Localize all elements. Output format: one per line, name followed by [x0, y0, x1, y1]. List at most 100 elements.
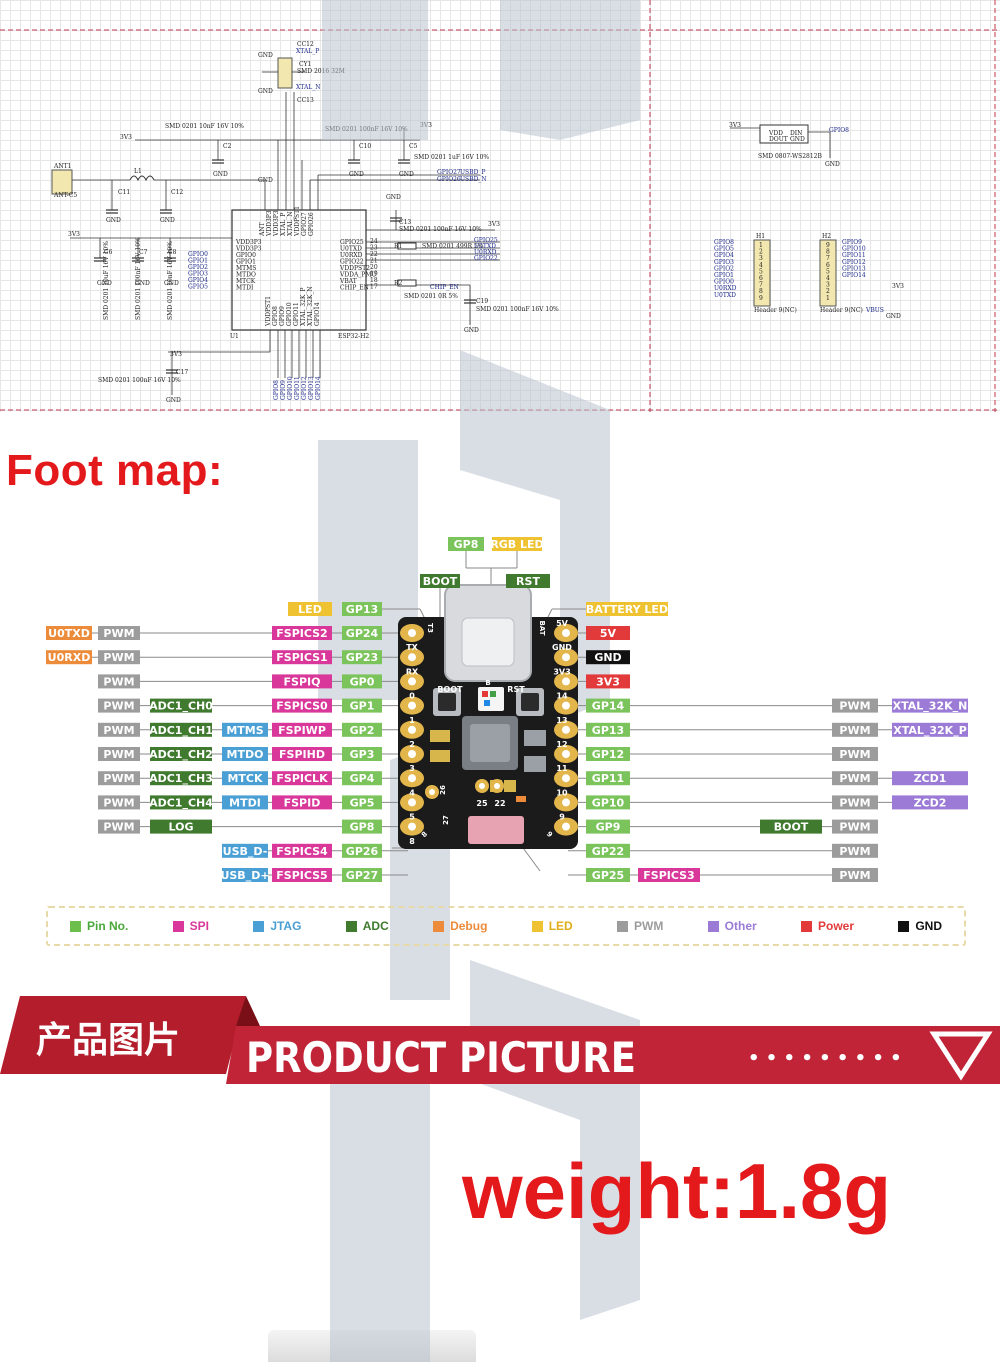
schematic-label-bottom_net_0: GPIO8 — [273, 380, 280, 400]
schematic-label-right_pin_5: VDDA_PMU — [339, 272, 377, 279]
schematic-label-gnd_n: GND — [166, 397, 181, 404]
right-extra-8-text: BOOT — [774, 821, 809, 834]
schematic-label-cap_spec_2: SMD 0201 10nF 16V 10% — [167, 241, 174, 320]
pad-hole — [408, 725, 416, 734]
schematic-label-bottom_net_1: GPIO9 — [280, 380, 287, 400]
schematic-label-3v3_e: 3V3 — [170, 351, 182, 358]
right-pwm-4-text: PWM — [839, 724, 870, 737]
right-other-6-text: ZCD1 — [914, 772, 947, 785]
left-label-4-1: PWM — [98, 722, 140, 737]
left-label-3-4-text: FSPICS0 — [276, 700, 328, 713]
left-label-4-4-text: FSPIWP — [278, 724, 326, 737]
left-label-7-1: PWM — [98, 795, 140, 810]
left-label-4-4: FSPIWP — [272, 722, 332, 737]
left-label-5-5-text: GP3 — [350, 748, 375, 761]
schematic-label-gnd_e: GND — [399, 171, 414, 178]
schematic-label-h2_num_8: 1 — [826, 295, 830, 302]
left-label-4-3: MTMS — [222, 722, 268, 737]
top-gp8-text: GP8 — [454, 538, 479, 551]
resistor-r1 — [397, 242, 417, 250]
right-other-4-text: XTAL_32K_P — [893, 724, 967, 737]
schematic-label-h1_num_1: 2 — [759, 249, 763, 256]
schematic-label-left_net_5: GPIO5 — [188, 284, 208, 291]
schematic-label-right_num_1: 23 — [370, 245, 378, 252]
silk-right-6: 11 — [556, 764, 568, 773]
top-boot: BOOT — [420, 574, 460, 588]
product-photo-edge — [268, 1330, 476, 1362]
schematic-label-c11: C11 — [118, 189, 130, 196]
left-label-5-2-text: ADC1_CH2 — [149, 748, 213, 761]
right-pin-5: GP12 — [586, 747, 630, 761]
legend-label: Debug — [450, 919, 488, 933]
schematic-label-net_gpio25: GPIO25 — [474, 237, 498, 244]
left-label-3-2: ADC1_CH0 — [149, 698, 213, 713]
legend-item-gnd: GND — [898, 919, 942, 933]
schematic-label-gnd_h: GND — [258, 177, 273, 184]
right-pin-0-text: 5V — [600, 627, 617, 640]
schematic-label-h1_part: Header 9(NC) — [754, 307, 797, 314]
left-label-10-3-text: USB_D+ — [220, 869, 269, 882]
schematic-label-3v3_a: 3V3 — [120, 134, 132, 141]
schematic-label-l1: L1 — [134, 168, 142, 175]
silk-right-8: 9 — [559, 813, 565, 822]
schematic-label-h2_num_0: 9 — [826, 242, 830, 249]
schematic-label-c17: C17 — [176, 369, 188, 376]
left-label-6-4-text: FSPICLK — [276, 772, 328, 785]
schematic-label-h1_num_3: 4 — [759, 262, 763, 269]
left-label-1-1: PWM — [98, 650, 140, 665]
left-label-0-1-text: PWM — [103, 627, 134, 640]
schematic-label-cap_spec_1: SMD 0201 100nF 16V 10% — [135, 237, 142, 320]
schematic-label-u1_part: ESP32-H2 — [338, 333, 369, 340]
schematic-label-left_pin_6: MTCK — [236, 278, 256, 285]
schematic-label-c8: C8 — [168, 249, 177, 256]
left-label-9-4-text: FSPICS4 — [276, 845, 328, 858]
schematic-label-left_net_3: GPIO3 — [188, 271, 208, 278]
legend-label: Power — [818, 919, 855, 933]
right-other-3: XTAL_32K_N — [892, 698, 968, 713]
schematic-label-h1_net_6: GPIO0 — [714, 279, 734, 286]
right-other-7: ZCD2 — [892, 795, 968, 810]
schematic-label-led_pin_0: VDD — [768, 130, 783, 137]
left-label-10-5: GP27 — [342, 868, 382, 882]
schematic-label-net_u0txd: U0TXD — [474, 243, 496, 250]
top-gp13-text: GP13 — [346, 603, 378, 616]
schematic-label-bottom_pin_4: GPIO11 — [293, 302, 300, 326]
small-pad-hole — [429, 789, 435, 795]
silk-22: 22 — [494, 799, 505, 808]
left-label-8-5: GP8 — [342, 819, 382, 834]
left-label-2-4-text: FSPIQ — [284, 675, 321, 688]
right-pwm-5-text: PWM — [839, 748, 870, 761]
schematic-label-right_pin_7: CHIP_EN — [340, 285, 369, 292]
schematic-label-left_net_4: GPIO4 — [188, 277, 208, 284]
pad-hole — [408, 701, 416, 710]
silk-26: 26 — [439, 785, 447, 795]
legend-swatch — [433, 920, 445, 932]
left-label-2-1-text: PWM — [103, 675, 134, 688]
schematic-label-net_u0rxd: U0RXD — [474, 249, 497, 256]
silk-left-4: 2 — [409, 740, 415, 749]
schematic-label-h1_num_8: 9 — [759, 295, 763, 302]
silk-left-2: 0 — [409, 692, 415, 701]
left-label-1-1-text: PWM — [103, 651, 134, 664]
schematic-label-c2_spec: SMD 0201 10nF 16V 10% — [165, 123, 244, 130]
schematic-label-h1_net_3: GPIO3 — [714, 259, 734, 266]
legend-item-debug: Debug — [433, 919, 487, 933]
left-label-7-1-text: PWM — [103, 796, 134, 809]
pad-hole — [562, 629, 570, 637]
legend-item-led: LED — [531, 919, 573, 933]
schematic-label-h1_num_0: 1 — [759, 242, 763, 249]
schematic-label-gnd_b: GND — [258, 88, 273, 95]
schematic-label-h2_num_1: 8 — [826, 249, 830, 256]
schematic-label-top_pin_2: VDD3P3 — [273, 210, 280, 237]
schematic-label-right_num_6: 18 — [370, 277, 378, 284]
schematic-label-c10: C10 — [359, 143, 371, 150]
silk-left-8: 8 — [409, 837, 415, 846]
left-label-9-5-text: GP26 — [346, 845, 379, 858]
legend-label: JTAG — [270, 919, 302, 933]
right-pwm-9: PWM — [832, 843, 878, 858]
silk-left-5: 3 — [409, 764, 415, 773]
left-label-0-1: PWM — [98, 626, 140, 640]
silk-left-1: RX — [406, 667, 419, 676]
silk-right-2: 3V3 — [553, 667, 570, 676]
